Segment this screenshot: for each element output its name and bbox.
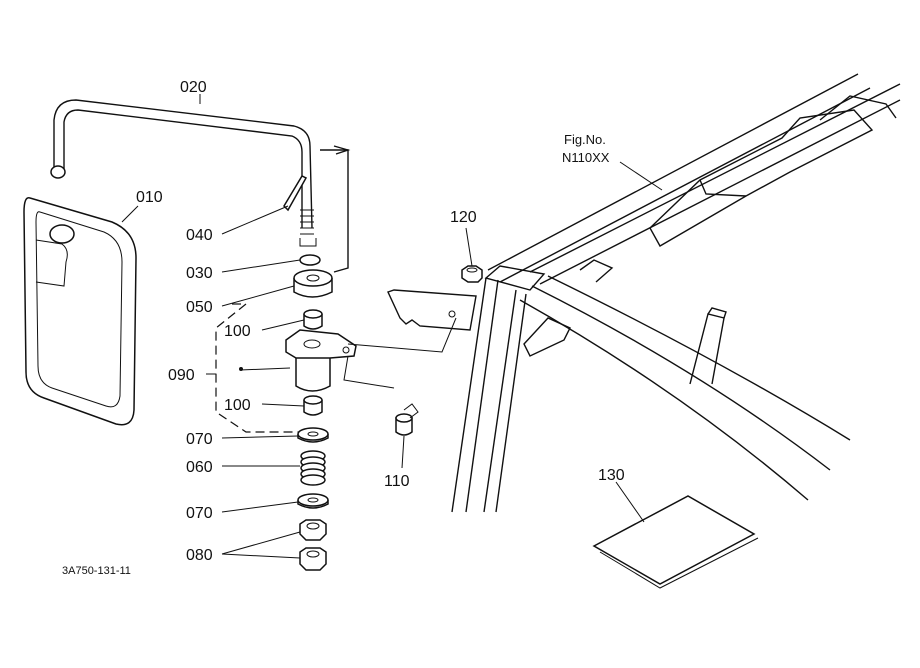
holder-part [285,329,357,392]
label-090: 090 [168,367,195,384]
collar-part [293,269,333,298]
fig-label: Fig.No. [564,132,606,147]
nut-lower-part [299,547,327,571]
label-100-lower: 100 [224,397,251,414]
label-100-upper: 100 [224,323,251,340]
bushing-lower-part [303,395,323,416]
label-010: 010 [136,189,163,206]
frame-structure [387,73,901,513]
bolt-part [395,403,419,436]
bushing-upper-part [303,309,323,330]
label-080: 080 [186,547,213,564]
label-110: 110 [384,473,410,490]
label-070-lower: 070 [186,505,213,522]
label-070-upper: 070 [186,431,213,448]
label-030: 030 [186,265,213,282]
ring-part [299,254,321,266]
nut-upper-part [299,519,327,541]
label-120: 120 [450,209,477,226]
mirror-part [23,197,137,426]
label-050: 050 [186,299,213,316]
fig-number: N110XX [562,150,610,165]
label-060: 060 [186,459,213,476]
washer-upper-part [297,427,329,443]
drawing-code: 3A750-131-11 [62,565,131,577]
mirror-stay-part [50,99,317,247]
label-130: 130 [598,467,625,484]
manual-sheet-part [592,495,759,589]
pin-part [283,175,308,212]
spring-part [300,450,326,486]
washer-lower-part [297,493,329,509]
nut-120-part [461,265,483,283]
label-040: 040 [186,227,213,244]
label-020: 020 [180,79,207,96]
leader-lines [121,94,663,559]
